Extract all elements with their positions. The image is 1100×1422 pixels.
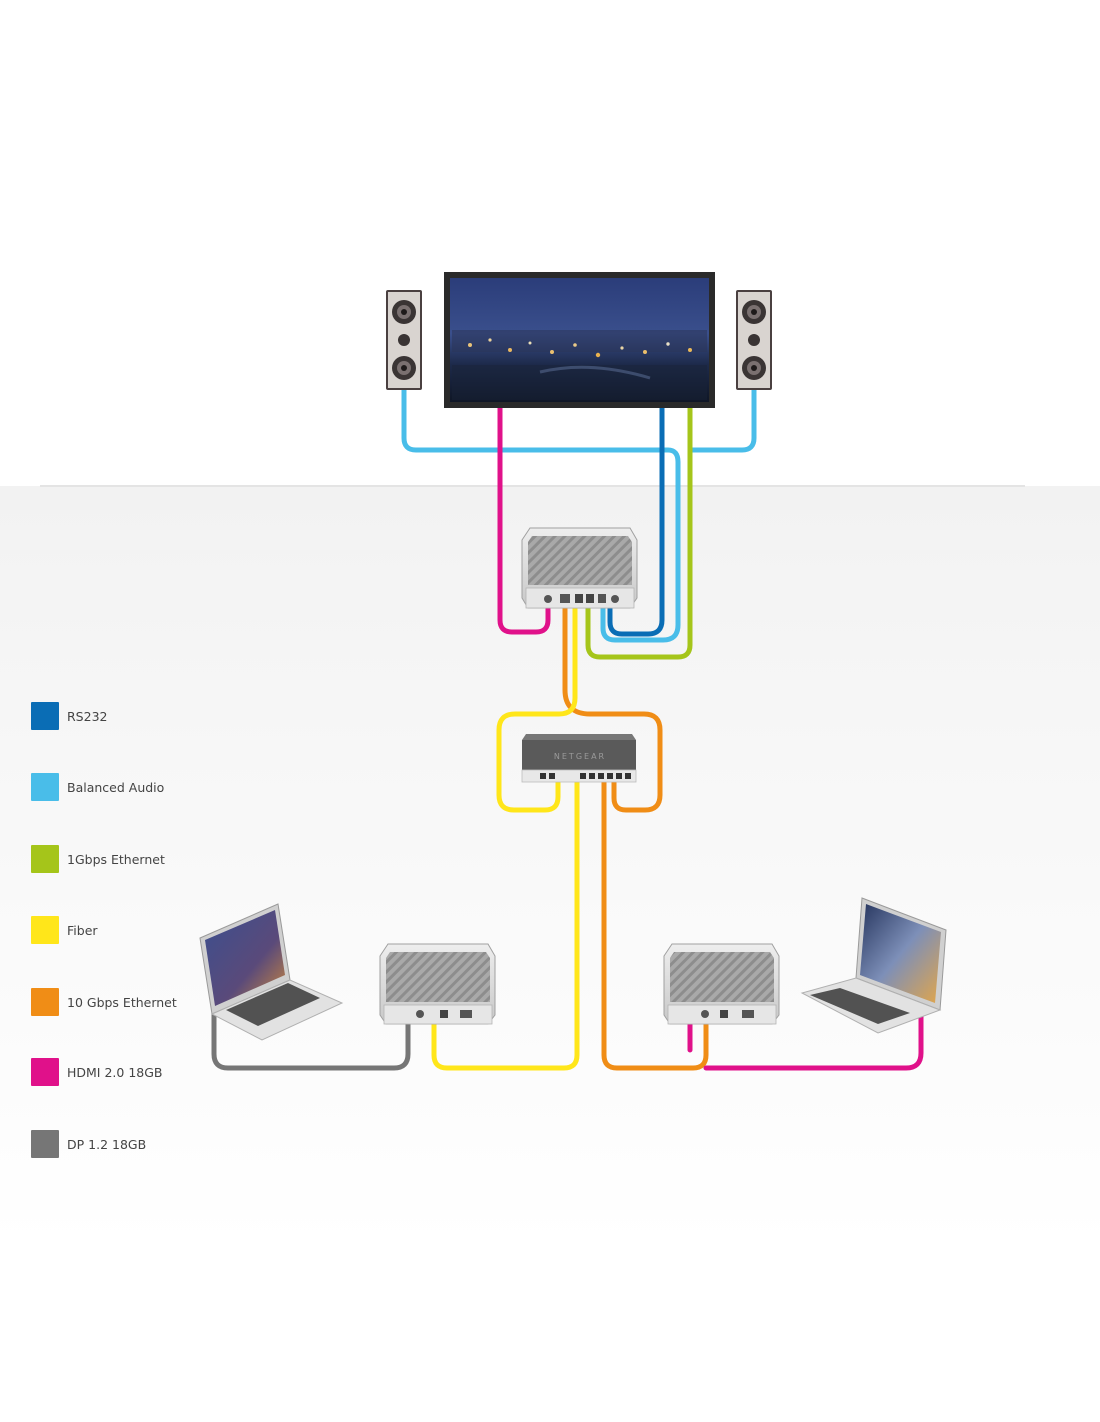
laptop-left: [199, 903, 344, 1041]
encoder-top: [521, 527, 638, 609]
laptop-right: [800, 897, 947, 1034]
encoder-left: [379, 943, 496, 1025]
cable-audio-left-speaker: [401, 387, 681, 643]
cable-fiber-top: [496, 597, 578, 813]
city-lights: [452, 330, 707, 400]
network-switch: NETGEAR: [521, 734, 637, 783]
display-screen: [444, 272, 715, 408]
cable-dp-left: [211, 1009, 411, 1071]
encoder-right: [663, 943, 780, 1025]
switch-brand: NETGEAR: [554, 752, 606, 761]
cable-audio-right-speaker: [687, 387, 757, 453]
cable-10g-top: [562, 597, 663, 813]
speaker-left: [386, 290, 422, 390]
cables: [211, 387, 924, 1071]
cable-ethernet-1g: [585, 405, 693, 660]
speaker-right: [736, 290, 772, 390]
cable-10g-right: [601, 777, 709, 1071]
cable-hdmi-display: [497, 405, 551, 635]
cable-rs232: [607, 405, 665, 637]
cable-fiber-left: [431, 777, 580, 1071]
floor-horizon-line: [40, 485, 1025, 487]
switch-ports: [540, 773, 631, 779]
